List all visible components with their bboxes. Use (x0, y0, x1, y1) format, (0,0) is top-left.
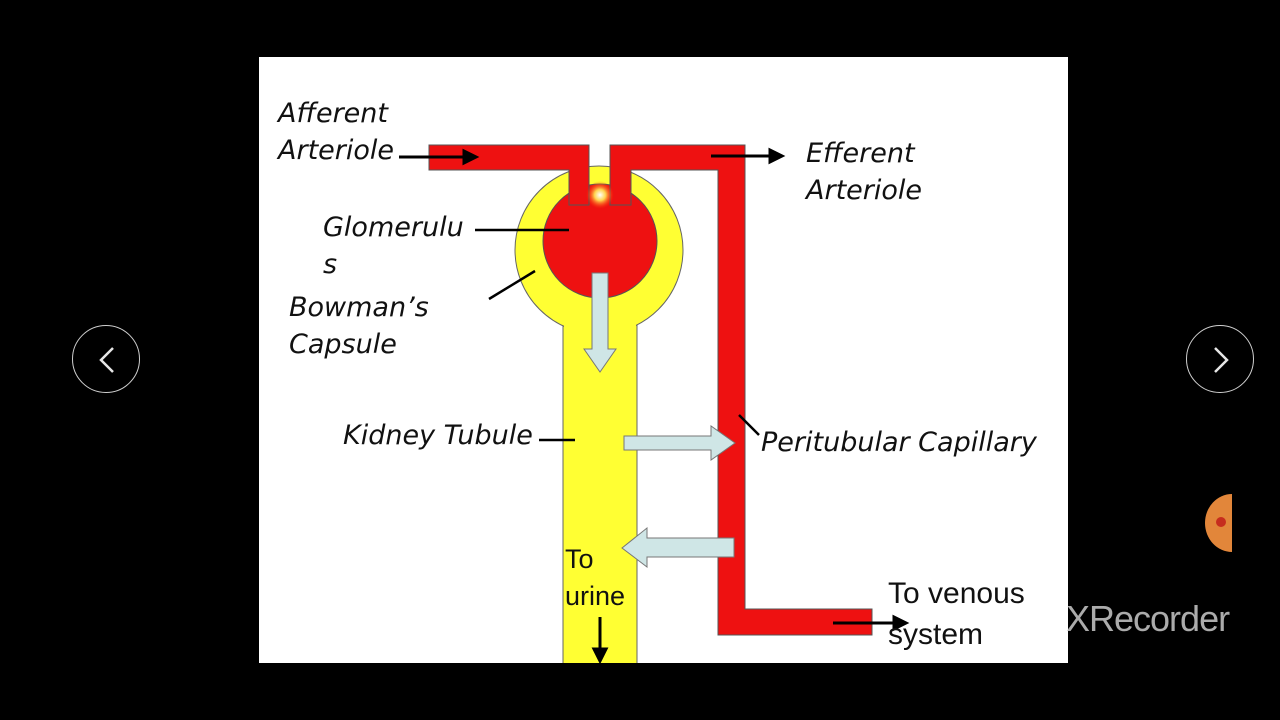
to-venous-line2: system (888, 618, 984, 651)
to-venous-system-label: To venous system (888, 573, 1025, 655)
venous-flow-arrowhead (892, 614, 910, 632)
to-venous-line1: To venous (888, 577, 1025, 610)
previous-slide-button[interactable] (72, 325, 140, 393)
flow-pointers (399, 147, 910, 663)
peritubular-leader (738, 414, 760, 436)
to-urine-line1: To (565, 544, 594, 574)
record-dot-icon (1216, 517, 1226, 527)
recorder-floating-button[interactable] (1205, 494, 1232, 552)
efferent-label-line1: Efferent (806, 138, 915, 169)
peritubular-text: Peritubular Capillary (761, 427, 1037, 458)
kidney-tubule-label: Kidney Tubule (343, 417, 533, 454)
bowmans-label-line1: Bowman’s (289, 292, 429, 323)
bowmans-capsule-label: Bowman’s Capsule (289, 289, 429, 363)
secretion-arrow (621, 526, 735, 569)
glomerulus-label-line2: s (323, 249, 338, 280)
leader-lines (475, 228, 760, 442)
efferent-arteriole-label: Efferent Arteriole (806, 135, 922, 209)
recorder-watermark: XRecorder (1066, 598, 1230, 639)
afferent-flow-arrowhead (462, 148, 480, 166)
afferent-arteriole-label: Afferent Arteriole (278, 95, 394, 169)
to-urine-label: To urine (565, 541, 625, 615)
nephron-diagram (399, 144, 910, 663)
bowmans-label-line2: Capsule (289, 329, 397, 360)
peritubular-capillary-label: Peritubular Capillary (761, 424, 1037, 461)
bowmans-leader (488, 269, 536, 301)
filtration-arrow (583, 272, 617, 373)
efferent-peritubular-shape (609, 144, 873, 636)
next-slide-button[interactable] (1186, 325, 1254, 393)
chevron-left-icon (99, 347, 114, 373)
glomerulus-glow (586, 181, 614, 209)
urine-flow-arrowhead (591, 647, 609, 663)
chevron-right-icon (1214, 347, 1229, 373)
diagram-slide: Afferent Arteriole Efferent Arteriole Gl… (259, 57, 1068, 663)
to-urine-line2: urine (565, 581, 626, 611)
efferent-label-line2: Arteriole (806, 175, 923, 206)
afferent-label-line1: Afferent (278, 98, 388, 129)
kidney-tubule-text: Kidney Tubule (343, 420, 533, 451)
efferent-flow-arrowhead (768, 147, 786, 165)
reabsorption-arrow (623, 425, 736, 461)
afferent-label-line2: Arteriole (278, 135, 395, 166)
glomerulus-label: Glomerulu s (323, 209, 464, 283)
glomerulus-label-line1: Glomerulu (323, 212, 464, 243)
